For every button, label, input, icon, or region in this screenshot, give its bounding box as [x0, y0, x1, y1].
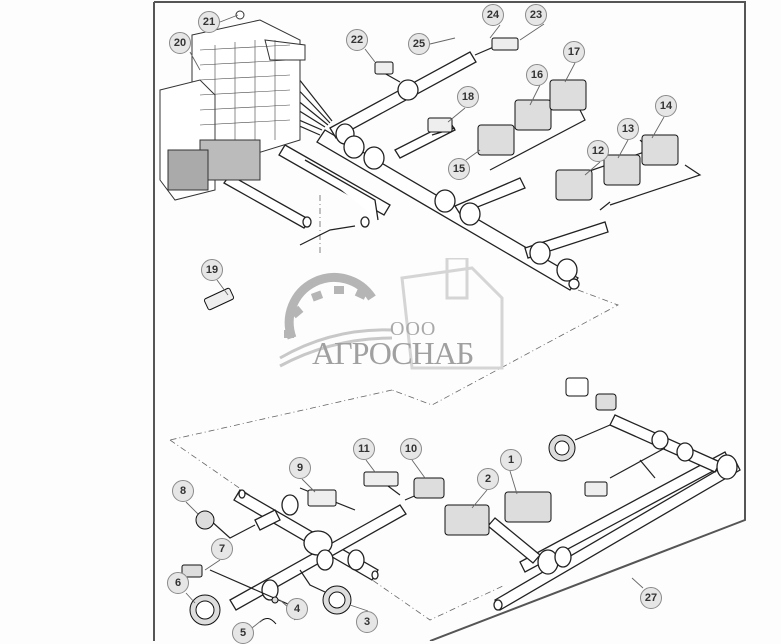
- callout-24[interactable]: 24: [482, 4, 504, 26]
- callout-6[interactable]: 6: [167, 572, 189, 594]
- callout-17[interactable]: 17: [563, 41, 585, 63]
- callout-27[interactable]: 27: [640, 587, 662, 609]
- fuse-relay-block: [159, 10, 306, 201]
- callout-10[interactable]: 10: [400, 438, 422, 460]
- callout-13[interactable]: 13: [617, 118, 639, 140]
- connectors-lower-right: [444, 377, 617, 536]
- callout-20[interactable]: 20: [169, 32, 191, 54]
- callout-2[interactable]: 2: [477, 468, 499, 490]
- callout-4[interactable]: 4: [286, 598, 308, 620]
- callout-21[interactable]: 21: [198, 11, 220, 33]
- callout-18[interactable]: 18: [457, 86, 479, 108]
- callout-23[interactable]: 23: [525, 4, 547, 26]
- callout-11[interactable]: 11: [353, 438, 375, 460]
- lower-left-harness: [229, 489, 407, 611]
- watermark-name: АГРОСНАБ: [312, 335, 474, 371]
- callout-1[interactable]: 1: [500, 449, 522, 471]
- callout-9[interactable]: 9: [289, 457, 311, 479]
- upper-harness: [223, 51, 609, 291]
- callout-7[interactable]: 7: [211, 538, 233, 560]
- callout-8[interactable]: 8: [172, 480, 194, 502]
- connectors-lower-left: [181, 471, 445, 626]
- callout-16[interactable]: 16: [526, 64, 548, 86]
- modules-upper: [203, 37, 679, 311]
- callout-3[interactable]: 3: [356, 611, 378, 633]
- lower-right-harness: [487, 414, 741, 611]
- callout-22[interactable]: 22: [346, 29, 368, 51]
- frame-border: [154, 1, 746, 641]
- callout-15[interactable]: 15: [448, 158, 470, 180]
- callout-25[interactable]: 25: [408, 33, 430, 55]
- callout-12[interactable]: 12: [587, 140, 609, 162]
- callout-19[interactable]: 19: [201, 259, 223, 281]
- callout-14[interactable]: 14: [655, 95, 677, 117]
- watermark-prefix: ООО: [390, 318, 437, 340]
